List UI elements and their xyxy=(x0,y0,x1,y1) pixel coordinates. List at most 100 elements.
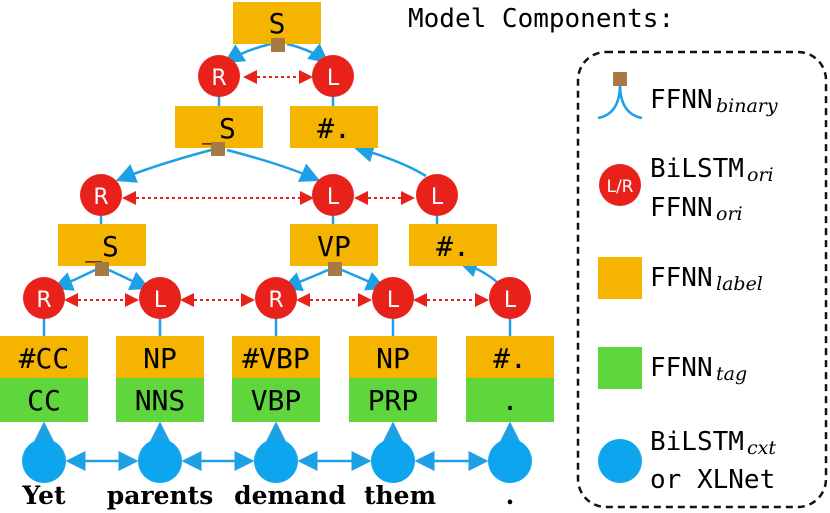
label-text: #. xyxy=(317,112,351,145)
orientation-label: L xyxy=(327,66,340,91)
label-box xyxy=(466,336,554,378)
label-text: #VBP xyxy=(242,342,309,375)
orientation-label: R xyxy=(93,185,108,210)
legend-item-binary: FFNN binary xyxy=(597,72,778,120)
leaf-labels: #CC NP #VBP NP #. xyxy=(0,336,554,378)
words: Yet parents demand them . xyxy=(21,481,514,510)
orientation-node xyxy=(198,55,240,97)
legend-name: BiLSTM xyxy=(650,427,744,457)
orientation-node xyxy=(312,55,354,97)
label-box xyxy=(233,2,321,44)
orientation-label: L xyxy=(504,288,517,313)
legend-name: FFNN xyxy=(650,353,713,383)
cxt-node xyxy=(254,439,298,483)
binary-icon xyxy=(271,38,285,52)
legend-name: or XLNet xyxy=(650,465,775,495)
legend-name: FFNN xyxy=(650,85,713,115)
label-box xyxy=(58,224,146,266)
word: them xyxy=(364,481,436,510)
root-node: S xyxy=(233,2,321,52)
orientation-label: L xyxy=(327,185,340,210)
label-box xyxy=(409,224,497,266)
orientation-label: L xyxy=(387,288,400,313)
tag-box xyxy=(466,378,554,422)
orientation-node xyxy=(312,174,354,216)
label-box xyxy=(175,106,263,148)
legend-sub: binary xyxy=(716,95,778,117)
label-box xyxy=(290,224,378,266)
legend: Model Components: FFNN binary L/R BiLSTM… xyxy=(408,4,828,509)
legend-name: FFNN xyxy=(650,263,713,293)
edge xyxy=(108,268,151,291)
orientation-node xyxy=(416,174,458,216)
tag-box xyxy=(116,378,204,422)
cxt-node xyxy=(371,439,415,483)
level3-orientations: R L xyxy=(198,55,354,97)
tag-text: VBP xyxy=(251,384,302,417)
context-encoder xyxy=(22,439,532,483)
label-text: #. xyxy=(436,230,470,263)
legend-item-ori: L/R BiLSTM ori FFNN ori xyxy=(599,154,774,225)
cxt-node xyxy=(22,439,66,483)
word: . xyxy=(506,481,515,510)
label-text: _S xyxy=(202,112,236,146)
word: Yet xyxy=(21,481,66,510)
label-text: NP xyxy=(143,342,177,375)
tag-box-icon xyxy=(598,347,642,389)
tag-text: NNS xyxy=(135,384,186,417)
orientation-label: L xyxy=(154,288,167,313)
label-text: #. xyxy=(493,342,527,375)
label-text: #CC xyxy=(19,342,70,375)
legend-icon-label: L/R xyxy=(606,177,633,197)
orientation-node xyxy=(23,277,65,319)
legend-item-tag: FFNN tag xyxy=(598,347,747,389)
word: parents xyxy=(107,481,214,510)
binary-icon xyxy=(211,142,225,156)
edge xyxy=(353,142,427,178)
legend-sub: cxt xyxy=(747,437,776,459)
level3-labels: _S #. xyxy=(175,106,378,156)
binary-arrows-icon xyxy=(597,83,643,120)
legend-box xyxy=(576,50,828,509)
orientation-label: R xyxy=(211,66,226,91)
legend-sub: ori xyxy=(747,164,774,186)
orientation-node xyxy=(372,277,414,319)
binary-icon xyxy=(95,262,109,276)
legend-sub: tag xyxy=(716,363,747,385)
orientation-label: R xyxy=(36,288,51,313)
tag-box xyxy=(232,378,320,422)
tag-text: CC xyxy=(27,384,61,417)
orientation-node xyxy=(80,174,122,216)
label-box-icon xyxy=(598,257,642,299)
legend-item-label: FFNN label xyxy=(598,257,763,299)
label-text: NP xyxy=(376,342,410,375)
leaf-orientations: R L R L L xyxy=(23,277,531,319)
level2-labels: _S VP #. xyxy=(58,224,497,276)
edge xyxy=(52,268,96,291)
edge xyxy=(226,148,321,182)
label-box xyxy=(116,336,204,378)
label-box xyxy=(290,106,378,148)
orientation-links xyxy=(64,70,489,307)
tag-box xyxy=(349,378,437,422)
edge xyxy=(223,42,272,64)
level2-orientations: R L L xyxy=(80,174,458,216)
orientation-node xyxy=(255,277,297,319)
label-text: VP xyxy=(317,230,351,263)
binary-icon xyxy=(613,72,627,86)
orientation-node xyxy=(139,277,181,319)
tag-boxes: CC NNS VBP PRP . xyxy=(0,378,554,422)
binary-icon xyxy=(328,262,342,276)
cxt-node xyxy=(138,439,182,483)
root-label: S xyxy=(269,7,286,40)
label-box xyxy=(0,336,88,378)
orientation-label: R xyxy=(268,288,283,313)
label-box xyxy=(232,336,320,378)
tag-box xyxy=(0,378,88,422)
word: demand xyxy=(234,481,346,510)
orientation-node-icon xyxy=(599,164,641,206)
legend-item-cxt: BiLSTM cxt or XLNet xyxy=(598,427,776,495)
orientation-label: L xyxy=(431,185,444,210)
edge xyxy=(115,148,212,183)
